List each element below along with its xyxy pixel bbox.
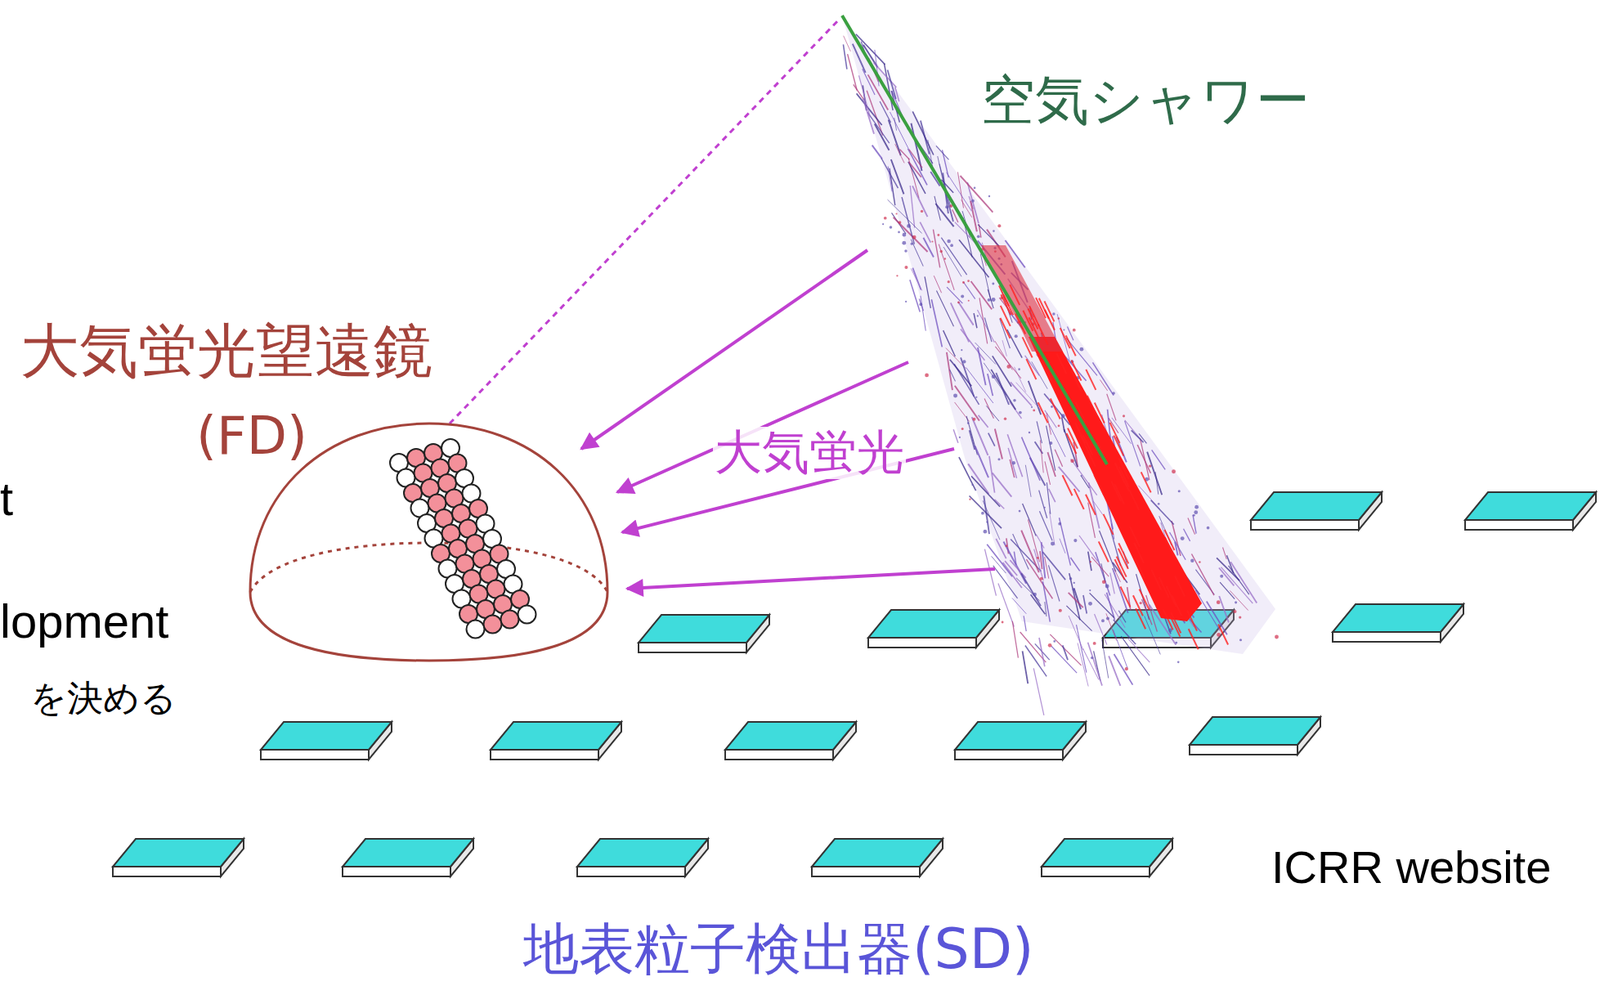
dashed-sight-line	[449, 17, 841, 424]
shower-node: 空気シャワー	[833, 12, 1358, 659]
cut-text: を決める	[30, 678, 177, 718]
detector-tile	[954, 721, 1086, 760]
detector-tile	[260, 721, 392, 760]
telescope-name: 大気蛍光望遠鏡	[20, 318, 433, 384]
detector-tile	[638, 614, 770, 653]
fluorescence-arrow	[581, 250, 868, 449]
detector-tile	[342, 838, 474, 877]
detector-tile	[1332, 604, 1464, 642]
fluorescence-arrow	[617, 362, 909, 493]
detector-tile	[1041, 838, 1173, 877]
telescope-abbrev: (FD)	[196, 407, 308, 465]
detector-tile	[868, 609, 1000, 648]
detector-tile	[1465, 492, 1596, 530]
detector-tile	[1189, 717, 1321, 755]
fluorescence-arrow	[627, 569, 995, 589]
cut-text: t	[0, 472, 14, 525]
detector-tile	[112, 838, 244, 877]
detector-tile	[1250, 492, 1382, 530]
shower-label: 空気シャワー	[981, 71, 1310, 131]
detector-tile	[490, 721, 622, 760]
cut-text: lopment	[0, 595, 169, 648]
detector-tile	[811, 838, 943, 877]
edge-label: 大気蛍光	[712, 426, 906, 480]
detector-tile	[577, 838, 709, 877]
surface-detectors	[112, 492, 1596, 877]
detector-tile	[725, 721, 857, 760]
source-credit: ICRR website	[1271, 842, 1551, 893]
detector-array-label: 地表粒子検出器(SD)	[523, 918, 1035, 981]
